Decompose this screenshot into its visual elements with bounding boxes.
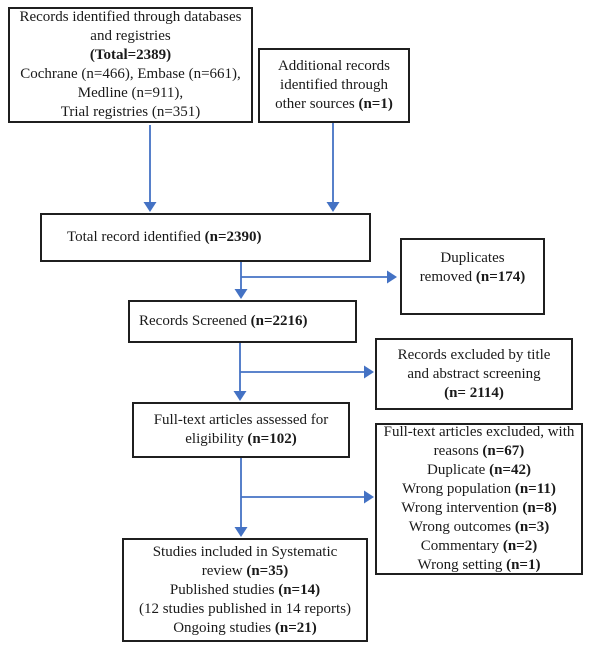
text-segment: Full-text articles assessed for [153, 412, 329, 428]
text-line: Trial registries (n=351) [10, 103, 251, 122]
count-value: (n=102) [247, 431, 297, 447]
text-segment: Trial registries (n=351) [60, 104, 201, 120]
text-segment: review [201, 562, 247, 579]
text-line: Full-text articles excluded, with [377, 423, 581, 442]
arrow-total-to-screened [234, 262, 248, 299]
box-fulltext-excluded: Full-text articles excluded, with reason… [375, 423, 583, 575]
text-line: Medline (n=911), [10, 84, 251, 103]
text-line: other sources (n=1) [260, 95, 408, 114]
text-segment: identified through [280, 77, 388, 93]
count-value: (n=35) [246, 562, 289, 579]
text-line: Commentary (n=2) [377, 537, 581, 556]
text-segment: Published studies [169, 581, 279, 598]
text-segment: Additional records [277, 58, 391, 74]
text-segment: Wrong setting [417, 557, 507, 573]
text-line: Duplicate (n=42) [377, 461, 581, 480]
count-value: (n=14) [278, 581, 321, 598]
arrow-fulltext-to-excluded [241, 490, 374, 504]
text-line: reasons (n=67) [377, 442, 581, 461]
count-value: (n=8) [522, 500, 557, 516]
text-segment: Full-text articles excluded, with [383, 424, 575, 440]
count-value: (n=11) [514, 481, 556, 497]
text-segment: Duplicate [427, 462, 490, 478]
text-segment: Records Screened [139, 313, 251, 329]
text-segment: removed [419, 269, 476, 285]
text-line: Wrong intervention (n=8) [377, 499, 581, 518]
text-segment: Records excluded by title [397, 346, 551, 363]
box-duplicates-removed: Duplicates removed (n=174) [400, 238, 545, 315]
text-segment: Medline (n=911), [77, 85, 184, 101]
count-value: (n=3) [514, 519, 550, 535]
arrow-total-to-duplicates [241, 270, 397, 284]
box-records-identified-databases: Records identified through databases and… [8, 7, 253, 123]
arrow-other-sources-to-total [326, 123, 340, 212]
text-segment: Wrong population [402, 481, 515, 497]
text-segment: Wrong outcomes [408, 519, 515, 535]
count-value: (n=21) [274, 619, 317, 636]
text-segment: Studies included in Systematic [152, 543, 338, 560]
box-studies-included: Studies included in Systematic review (n… [122, 538, 368, 642]
arrow-fulltext-to-included [234, 458, 248, 537]
text-segment: eligibility [185, 431, 248, 447]
text-line: Cochrane (n=466), Embase (n=661), [10, 65, 251, 84]
text-segment: and registries [90, 28, 171, 44]
arrow-screened-to-excluded [240, 365, 374, 379]
text-line: review (n=35) [124, 562, 366, 581]
text-segment: Total record identified [67, 229, 205, 245]
count-value: (n=2390) [204, 229, 262, 245]
text-line: Full-text articles assessed for [134, 411, 348, 430]
count-value: (n=174) [475, 269, 526, 285]
box-fulltext-assessed: Full-text articles assessed for eligibil… [132, 402, 350, 458]
text-line: and abstract screening [377, 365, 571, 384]
count-value: (n= 2114) [444, 384, 504, 401]
text-segment: Ongoing studies [173, 619, 275, 636]
text-line: Additional records [260, 57, 408, 76]
text-segment: Cochrane (n=466), Embase (n=661), [20, 66, 241, 82]
text-segment: and abstract screening [407, 365, 541, 382]
box-records-screened: Records Screened (n=2216) [128, 300, 357, 343]
box-additional-records: Additional records identified through ot… [258, 48, 410, 123]
arrow-screened-to-fulltext [233, 343, 247, 401]
box-excluded-title-abstract: Records excluded by title and abstract s… [375, 338, 573, 410]
text-segment: reasons [433, 443, 483, 459]
text-line: identified through [260, 76, 408, 95]
text-line: and registries [10, 27, 251, 46]
text-line: Ongoing studies (n=21) [124, 619, 366, 638]
arrow-identification-to-total [143, 125, 157, 212]
text-line: (Total=2389) [10, 46, 251, 65]
text-line: Records identified through databases [10, 8, 251, 27]
count-value: (n=1) [506, 557, 541, 573]
text-line: Total record identified (n=2390) [67, 228, 369, 247]
text-line: Duplicates [402, 249, 543, 268]
text-line: Wrong population (n=11) [377, 480, 581, 499]
count-value: (n=2216) [250, 313, 308, 329]
count-value: (n=2) [502, 538, 538, 554]
text-line: Studies included in Systematic [124, 543, 366, 562]
text-segment: Records identified through databases [19, 9, 242, 25]
text-line: removed (n=174) [402, 268, 543, 287]
text-line: eligibility (n=102) [134, 430, 348, 449]
count-value: (n=42) [489, 462, 531, 478]
count-value: (n=67) [482, 443, 525, 459]
text-segment: (12 studies published in 14 reports) [138, 600, 352, 617]
text-segment: Commentary [420, 538, 503, 554]
text-line: (12 studies published in 14 reports) [124, 600, 366, 619]
count-value: (n=1) [358, 96, 393, 112]
text-line: Wrong outcomes (n=3) [377, 518, 581, 537]
box-total-identified: Total record identified (n=2390) [40, 213, 371, 262]
count-total: (Total=2389) [89, 47, 172, 63]
text-line: (n= 2114) [377, 384, 571, 403]
text-segment: Wrong intervention [401, 500, 523, 516]
text-line: Published studies (n=14) [124, 581, 366, 600]
text-line: Records Screened (n=2216) [139, 312, 355, 331]
text-line: Wrong setting (n=1) [377, 556, 581, 575]
text-segment: Duplicates [440, 250, 505, 266]
text-segment: other sources [275, 96, 359, 112]
text-line: Records excluded by title [377, 346, 571, 365]
